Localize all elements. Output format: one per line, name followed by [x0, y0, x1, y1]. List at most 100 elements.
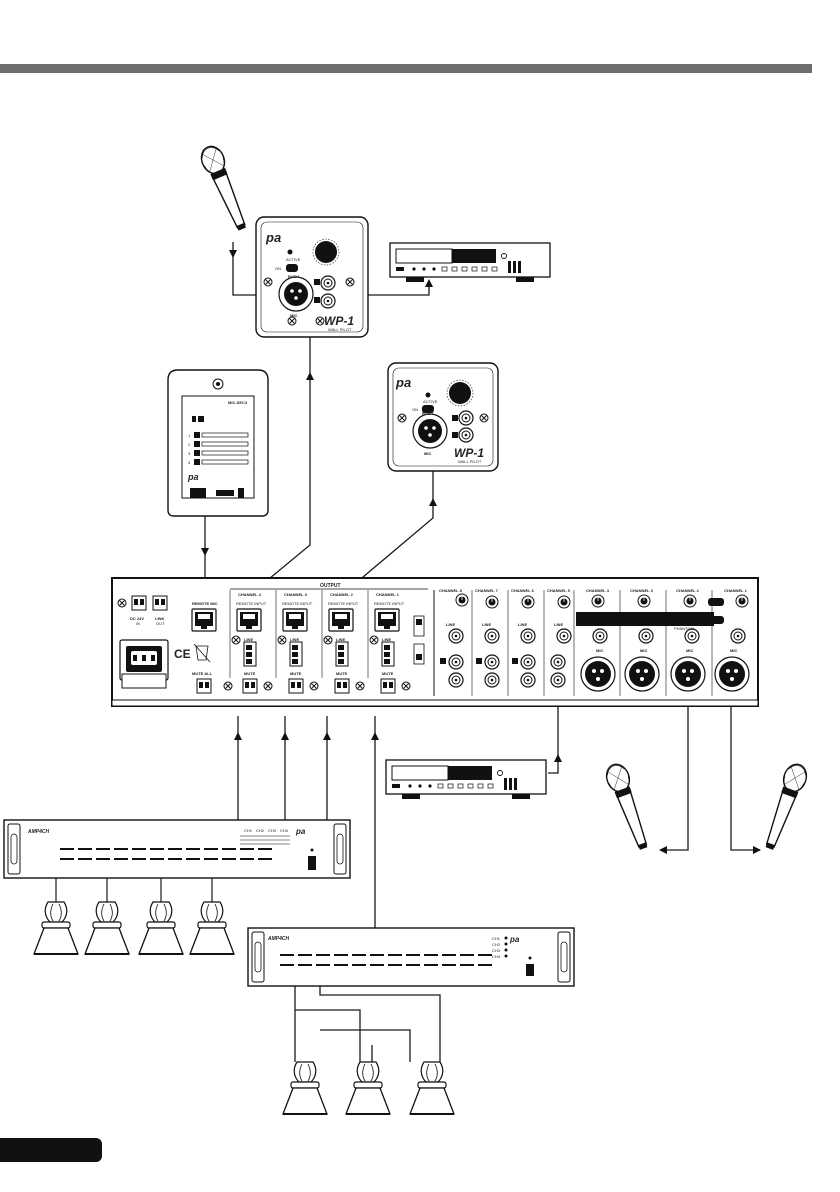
- svg-text:pa: pa: [265, 230, 281, 245]
- line-label-3: LINE: [290, 637, 299, 642]
- remote-1: 1: [188, 433, 191, 438]
- amplifier-2: AMP4CH CH1 CH2 CH3 CH4 pa: [247, 927, 575, 987]
- wallplate-model-2: WP-1: [454, 446, 484, 460]
- svg-text:pa: pa: [395, 375, 411, 390]
- wallplate-subtitle-2: WALL PILOT: [458, 459, 482, 464]
- remote-input-label-1: REMOTE INPUT: [374, 601, 405, 606]
- svg-text:pa: pa: [295, 827, 306, 836]
- mic-label: MIC: [290, 313, 297, 318]
- mute-all-label: MUTE ALL: [192, 671, 213, 676]
- svg-text:CH4: CH4: [492, 954, 501, 959]
- input-channel-7-label: CHANNEL 7: [475, 588, 499, 593]
- speaker-icon: [189, 901, 235, 955]
- cd-player-bottom: [385, 759, 547, 800]
- mixer-rear-panel: OUTPUT DC 24V IN LINK OUT CE REMOTE MIC …: [111, 577, 759, 707]
- mic-label-in3: MIC: [640, 648, 647, 653]
- input-channel-8: CHANNEL 8 LINE: [439, 588, 473, 696]
- phantom-label: PHANTOM: [674, 626, 694, 631]
- header-bar: [0, 64, 812, 73]
- line-label-in6: LINE: [518, 622, 527, 627]
- svg-text:CH1: CH1: [492, 936, 501, 941]
- active-label: ACTIVE: [286, 257, 301, 262]
- mic-label-in1: MIC: [730, 648, 737, 653]
- svg-text:pa: pa: [187, 472, 199, 482]
- remote-2: 2: [188, 442, 191, 447]
- svg-text:CH3: CH3: [268, 828, 277, 833]
- mic-label-in4: MIC: [596, 648, 603, 653]
- line-label-1: LINE: [382, 637, 391, 642]
- input-channel-6-label: CHANNEL 6: [511, 588, 535, 593]
- speaker-icon: [84, 901, 130, 955]
- microphone-icon: [196, 142, 254, 235]
- mic-station-brand: MIC-SEC4: [228, 400, 248, 405]
- remote-4: 4: [188, 460, 191, 465]
- remote-mic-label: REMOTE MIC: [192, 601, 218, 606]
- svg-text:CH2: CH2: [256, 828, 265, 833]
- remote-input-label-4: REMOTE INPUT: [236, 601, 267, 606]
- wallplate-1: pa ACTIVE ON PUSH MIC WP-1 WALL PILOT: [255, 216, 369, 338]
- microphone-left-handheld: [602, 760, 655, 853]
- remote-input-label-3: REMOTE INPUT: [282, 601, 313, 606]
- microphone-icon: [602, 760, 655, 853]
- svg-text:CH4: CH4: [280, 828, 289, 833]
- input-channel-4-label: CHANNEL 4: [586, 588, 610, 593]
- cd-player-top: [389, 242, 551, 283]
- svg-text:pa: pa: [509, 935, 520, 944]
- input-channel-5-label: CHANNEL 5: [547, 588, 571, 593]
- output-channel-4: CHANNEL 4 REMOTE INPUT LINE MUTE: [231, 590, 277, 694]
- output-label: OUTPUT: [320, 583, 341, 589]
- wallplate-model: WP-1: [324, 314, 354, 328]
- microphone-top: [196, 142, 254, 235]
- svg-text:CH1: CH1: [244, 828, 253, 833]
- mic-label-in2: MIC: [686, 648, 693, 653]
- amplifier-1: AMP4CH CH1 CH2 CH3 CH4 pa: [3, 819, 351, 879]
- footer-tab: [0, 1138, 102, 1162]
- input-channel-2-label: CHANNEL 2: [676, 588, 700, 593]
- mute-label-4: MUTE: [244, 671, 256, 676]
- line-label-4: LINE: [244, 637, 253, 642]
- amp2-channel-labels: CH1 CH2 CH3 CH4: [492, 936, 501, 959]
- output-channel-3: CHANNEL 3 REMOTE INPUT LINE MUTE: [277, 590, 323, 694]
- mute-label-2: MUTE: [336, 671, 348, 676]
- input-channel-1-label: CHANNEL 1: [724, 588, 748, 593]
- svg-text:CH3: CH3: [492, 948, 501, 953]
- mic-station-remotes: 1 2 3 4: [188, 432, 249, 465]
- output-channel-2: CHANNEL 2 REMOTE INPUT LINE MUTE: [323, 590, 369, 694]
- link-sub: OUT: [156, 621, 165, 626]
- input-channel-2: CHANNEL 2 PHANTOM MIC: [670, 588, 713, 696]
- amp1-brand: AMP4CH: [27, 829, 50, 835]
- speaker-icon: [33, 901, 79, 955]
- on-label: ON: [275, 266, 281, 271]
- remote-3: 3: [188, 451, 191, 456]
- input-channel-4: CHANNEL 4 MIC: [580, 588, 621, 696]
- push-label-2: PUSH: [422, 411, 433, 416]
- input-channel-3-label: CHANNEL 3: [630, 588, 654, 593]
- line-label-in8: LINE: [446, 622, 455, 627]
- output-channel-1: CHANNEL 1 REMOTE INPUT LINE MUTE: [369, 592, 411, 694]
- input-channel-7: CHANNEL 7 LINE: [475, 588, 509, 696]
- link-label: LINK: [155, 616, 164, 621]
- power-sub: IN: [136, 621, 140, 626]
- wallplate-subtitle: WALL PILOT: [328, 327, 352, 332]
- active-label-2: ACTIVE: [423, 399, 438, 404]
- line-label-in5: LINE: [554, 622, 563, 627]
- amp2-speakers: [282, 1061, 455, 1115]
- speaker-icon: [282, 1061, 328, 1115]
- output-channel-2-label: CHANNEL 2: [330, 592, 354, 597]
- on-label-2: ON: [412, 407, 418, 412]
- speaker-icon: [345, 1061, 391, 1115]
- ce-label: CE: [174, 647, 191, 661]
- input-channel-3: CHANNEL 3 MIC: [624, 588, 667, 696]
- mute-label-1: MUTE: [382, 671, 394, 676]
- mute-label-3: MUTE: [290, 671, 302, 676]
- power-label: DC 24V: [130, 616, 144, 621]
- line-label-2: LINE: [336, 637, 345, 642]
- remote-input-label-2: REMOTE INPUT: [328, 601, 359, 606]
- input-channel-1: CHANNEL 1 MIC: [708, 588, 750, 692]
- speaker-icon: [409, 1061, 455, 1115]
- mic-label-2: MIC: [424, 451, 431, 456]
- output-channel-1-label: CHANNEL 1: [376, 592, 400, 597]
- input-channel-6: CHANNEL 6 LINE: [511, 588, 545, 696]
- input-channel-5: CHANNEL 5 LINE: [547, 588, 575, 696]
- amp2-brand: AMP4CH: [267, 936, 290, 942]
